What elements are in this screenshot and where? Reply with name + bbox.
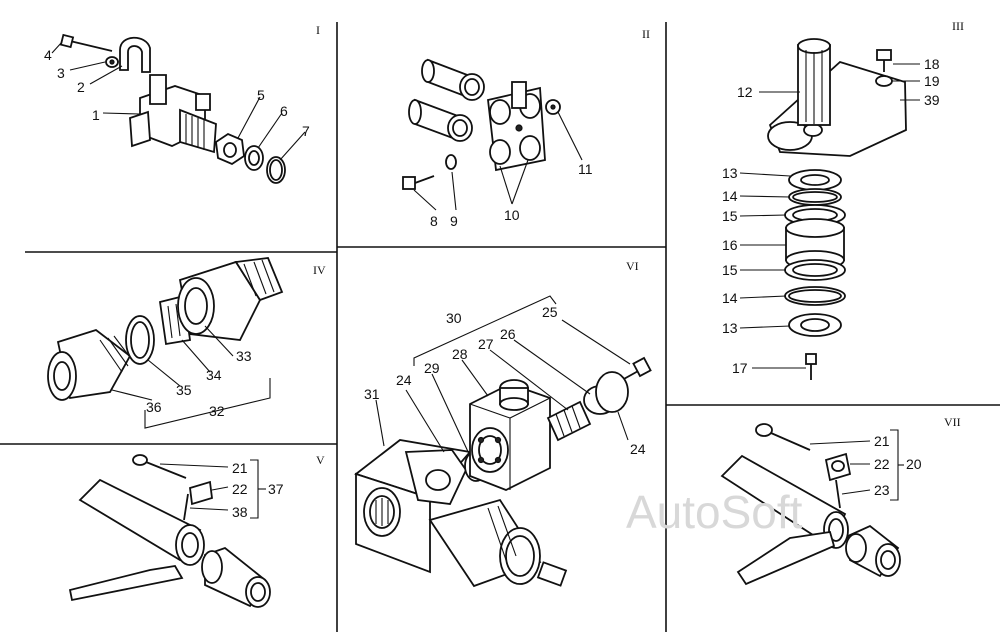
callout-1: 1 xyxy=(92,107,100,123)
callout-3: 3 xyxy=(57,65,65,81)
callout-23: 23 xyxy=(874,482,890,498)
callout-30: 30 xyxy=(446,310,462,326)
callout-31: 31 xyxy=(364,386,380,402)
section-6-valve-body-assembly xyxy=(354,295,652,588)
callout-27: 27 xyxy=(478,336,494,352)
section-5-tube-and-sleeve xyxy=(68,454,271,608)
section-numeral-7: VII xyxy=(944,415,961,429)
callout-36: 36 xyxy=(146,399,162,415)
section-dividers xyxy=(0,22,1000,632)
callout-33: 33 xyxy=(236,348,252,364)
callout-20: 20 xyxy=(906,456,922,472)
section-7-tube-and-fittings xyxy=(720,423,904,586)
callout-24-lower: 24 xyxy=(630,441,646,457)
callout-13-bottom: 13 xyxy=(722,320,738,336)
callout-17: 17 xyxy=(732,360,748,376)
section-numeral-2: II xyxy=(642,27,650,41)
callout-13-top: 13 xyxy=(722,165,738,181)
section-numeral-4: IV xyxy=(313,263,326,277)
section-numeral-5: V xyxy=(316,453,325,467)
callout-26: 26 xyxy=(500,326,516,342)
section-3-handle-bearing-stack xyxy=(739,38,920,380)
callout-6: 6 xyxy=(280,103,288,119)
callout-9: 9 xyxy=(450,213,458,229)
callout-12: 12 xyxy=(737,84,753,100)
section-2-bushings-and-bracket xyxy=(402,58,583,211)
watermark: AutoSoft xyxy=(626,486,803,538)
callout-7: 7 xyxy=(302,123,310,139)
section-1-clamp-tee-assembly xyxy=(51,33,306,184)
callout-5: 5 xyxy=(257,87,265,103)
callout-14-bottom: 14 xyxy=(722,290,738,306)
section-numeral-1: I xyxy=(316,23,320,37)
callout-32: 32 xyxy=(209,403,225,419)
callout-8: 8 xyxy=(430,213,438,229)
section-numeral-6: VI xyxy=(626,259,639,273)
callout-38: 38 xyxy=(232,504,248,520)
callout-10: 10 xyxy=(504,207,520,223)
callout-28: 28 xyxy=(452,346,468,362)
callout-25: 25 xyxy=(542,304,558,320)
callout-19: 19 xyxy=(924,73,940,89)
section-numeral-3: III xyxy=(952,19,964,33)
callout-15-bottom: 15 xyxy=(722,262,738,278)
callout-2: 2 xyxy=(77,79,85,95)
callout-24-upper: 24 xyxy=(396,372,412,388)
callout-37: 37 xyxy=(268,481,284,497)
callout-18: 18 xyxy=(924,56,940,72)
callout-16: 16 xyxy=(722,237,738,253)
callout-15-top: 15 xyxy=(722,208,738,224)
callout-22-section5: 22 xyxy=(232,481,248,497)
callout-14-top: 14 xyxy=(722,188,738,204)
callout-34: 34 xyxy=(206,367,222,383)
callout-11: 11 xyxy=(578,161,593,177)
callout-21-section5: 21 xyxy=(232,460,248,476)
callout-39: 39 xyxy=(924,92,940,108)
section-4-hose-fitting xyxy=(47,257,284,429)
callout-29: 29 xyxy=(424,360,440,376)
callout-4: 4 xyxy=(44,47,52,63)
callout-22-section7: 22 xyxy=(874,456,890,472)
callout-21-section7: 21 xyxy=(874,433,890,449)
callout-35: 35 xyxy=(176,382,192,398)
